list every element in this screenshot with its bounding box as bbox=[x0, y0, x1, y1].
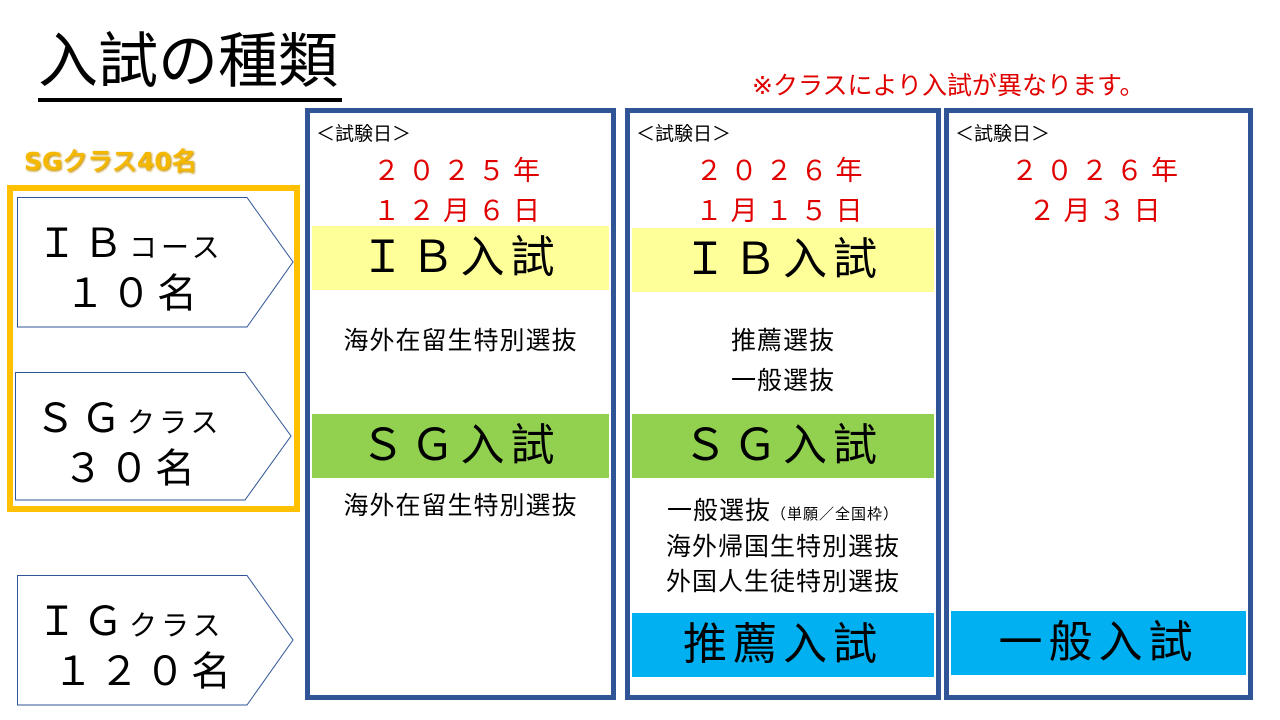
sg-exam-item-note: （単願／全国枠） bbox=[771, 505, 900, 523]
exam-column-2: ＜試験日＞ ２０２６年 １月１５日 ＩＢ入試 推薦選抜 一般選抜 ＳＧ入試 一般… bbox=[625, 108, 941, 700]
course-suffix: クラス bbox=[127, 406, 223, 439]
ib-exam-band: ＩＢ入試 bbox=[632, 228, 934, 292]
ib-exam-item: 海外在留生特別選抜 bbox=[343, 326, 578, 355]
ib-exam-item: 推薦選抜 bbox=[730, 326, 835, 355]
course-suffix: クラス bbox=[129, 609, 225, 642]
class-note: ※クラスにより入試が異なります。 bbox=[752, 71, 1145, 100]
exam-year: ２０２５年 bbox=[373, 156, 548, 187]
exam-year: ２０２６年 bbox=[1011, 156, 1186, 187]
pentagon-arrow-shape bbox=[15, 372, 292, 501]
exam-date: ２月３日 bbox=[1028, 196, 1169, 227]
exam-date: １２月６日 bbox=[373, 196, 548, 227]
course-name: ＳＧ bbox=[35, 396, 127, 442]
exam-date-label: ＜試験日＞ bbox=[316, 123, 412, 145]
course-ib: ＩＢコース １０名 bbox=[17, 197, 294, 328]
sg-exam-item: 外国人生徒特別選抜 bbox=[665, 567, 900, 596]
sg-exam-item: 一般選抜（単願／全国枠） bbox=[630, 491, 936, 527]
sg-group-box bbox=[7, 185, 300, 512]
ig-exam-band: 一般入試 bbox=[951, 611, 1246, 675]
exam-column-3: ＜試験日＞ ２０２６年 ２月３日 一般入試 bbox=[944, 108, 1253, 700]
exam-date: １月１５日 bbox=[695, 196, 871, 227]
sg-exam-band: ＳＧ入試 bbox=[312, 414, 609, 478]
course-ig: ＩＧクラス １２０名 bbox=[17, 575, 294, 706]
sg-exam-item-label: 一般選抜 bbox=[666, 496, 771, 525]
exam-date-label: ＜試験日＞ bbox=[955, 123, 1051, 145]
exam-column-1: ＜試験日＞ ２０２５年 １２月６日 ＩＢ入試 海外在留生特別選抜 ＳＧ入試 海外… bbox=[305, 108, 616, 700]
ib-exam-item: 一般選抜 bbox=[730, 366, 835, 395]
course-name: ＩＢ bbox=[37, 221, 129, 267]
exam-date-label: ＜試験日＞ bbox=[636, 123, 732, 145]
pentagon-arrow-shape bbox=[17, 197, 294, 328]
ig-exam-band: 推薦入試 bbox=[632, 613, 934, 677]
exam-year: ２０２６年 bbox=[695, 156, 871, 187]
page-title: 入試の種類 bbox=[38, 26, 342, 102]
course-suffix: コース bbox=[129, 231, 224, 264]
course-sg: ＳＧクラス ３０名 bbox=[15, 372, 292, 502]
sg-group-label: SGクラス40名 bbox=[24, 147, 197, 176]
course-quota: １２０名 bbox=[53, 649, 237, 695]
course-quota: ３０名 bbox=[63, 446, 201, 492]
sg-exam-item: 海外在留生特別選抜 bbox=[343, 491, 578, 520]
course-quota: １０名 bbox=[65, 271, 203, 317]
ib-exam-band: ＩＢ入試 bbox=[312, 226, 609, 290]
course-name: ＩＧ bbox=[37, 599, 129, 645]
pentagon-arrow-shape bbox=[17, 575, 294, 706]
sg-exam-band: ＳＧ入試 bbox=[632, 414, 934, 478]
sg-exam-item: 海外帰国生特別選抜 bbox=[665, 532, 900, 561]
